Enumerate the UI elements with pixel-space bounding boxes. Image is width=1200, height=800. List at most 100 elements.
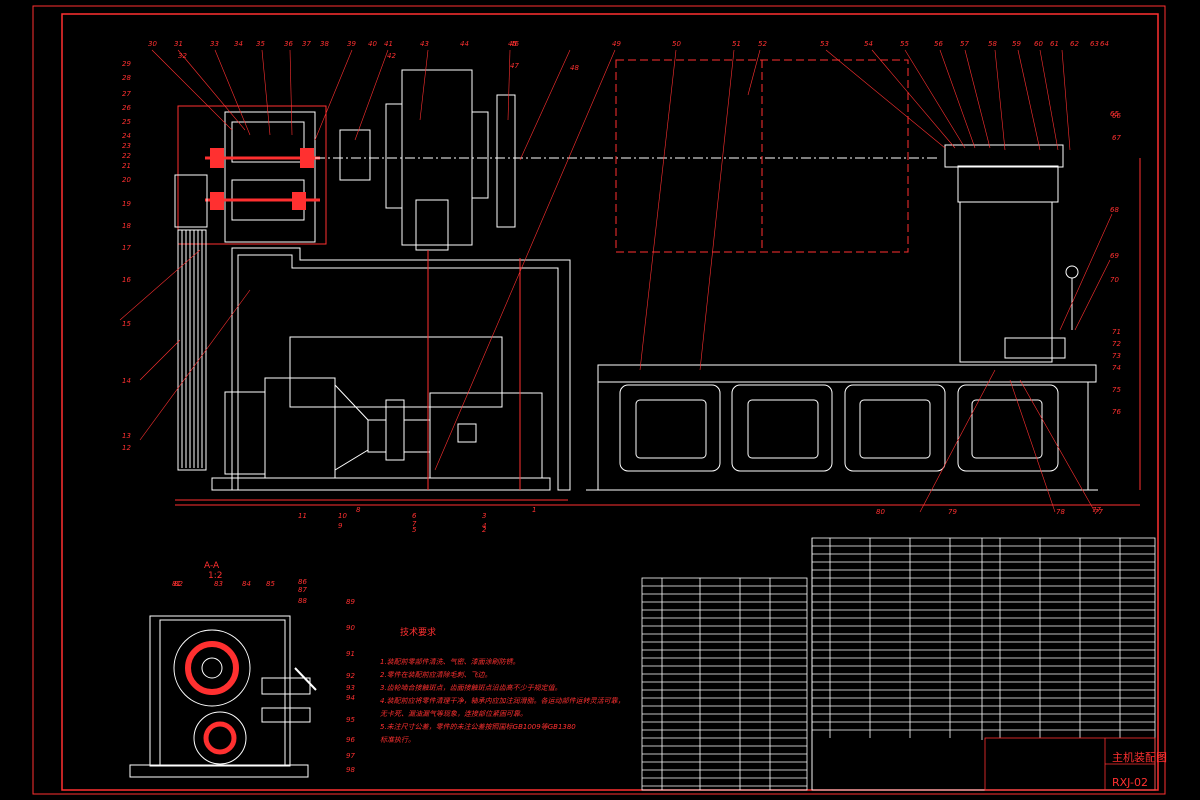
section-label: A-A — [204, 561, 220, 571]
parts-list — [641, 537, 1156, 791]
callout-number: 48 — [570, 64, 579, 72]
callout-number: 49 — [612, 40, 621, 48]
callout-number: 33 — [210, 40, 219, 48]
callout-number: 2 — [482, 526, 487, 534]
callout-number: 59 — [1012, 40, 1021, 48]
callout-number: 12 — [122, 444, 131, 452]
callout-number: 83 — [214, 580, 223, 588]
leader-lines — [119, 49, 1113, 513]
callout-number: 65 — [1110, 110, 1119, 118]
callout-number: 56 — [934, 40, 943, 48]
callout-number: 18 — [122, 222, 131, 230]
section-scale: 1:2 — [208, 571, 222, 581]
callout-number: 16 — [122, 276, 131, 284]
tech-requirement-line: 4.装配前应将零件清理干净，轴承内应加注润滑脂。各运动部件运转灵活可靠， — [380, 697, 625, 705]
callout-number: 44 — [460, 40, 469, 48]
callout-number: 93 — [346, 684, 355, 692]
callout-number: 92 — [346, 672, 355, 680]
callout-number: 82 — [174, 580, 183, 588]
callout-number: 24 — [122, 132, 131, 140]
callout-number: 19 — [122, 200, 131, 208]
callout-number: 23 — [122, 142, 131, 150]
callout-number: 89 — [346, 598, 355, 606]
callout-number: 10 — [338, 512, 347, 520]
callout-number: 88 — [298, 597, 307, 605]
callout-number: 52 — [758, 40, 767, 48]
callout-number: 75 — [1112, 386, 1121, 394]
callout-number: 25 — [122, 118, 131, 126]
callout-number: 29 — [122, 60, 131, 68]
callout-number: 72 — [1112, 340, 1121, 348]
callout-number: 60 — [1034, 40, 1043, 48]
callout-number: 46 — [510, 40, 519, 48]
callout-number: 63 — [1090, 40, 1099, 48]
callout-number: 40 — [368, 40, 377, 48]
callout-number: 74 — [1112, 364, 1121, 372]
callout-number: 15 — [122, 320, 131, 328]
callout-number: 50 — [672, 40, 681, 48]
callout-number: 57 — [960, 40, 969, 48]
tech-requirement-line: 无卡死、漏油漏气等现象，连接部位紧固可靠。 — [380, 710, 527, 718]
callout-number: 55 — [900, 40, 909, 48]
callout-number: 47 — [510, 62, 519, 70]
tech-requirements-lines: 1.装配前零部件清洗、气密、漆面涂刷防锈。2.零件在装配前应清除毛刺、飞边。3.… — [380, 658, 625, 744]
callout-number: 54 — [864, 40, 873, 48]
callout-number: 5 — [412, 526, 417, 534]
callout-number: 7 — [412, 520, 417, 528]
drawing-code: RXJ-02 — [1112, 776, 1148, 789]
callout-number: 64 — [1100, 40, 1109, 48]
callout-number: 22 — [122, 152, 131, 160]
callout-number: 31 — [174, 40, 183, 48]
callout-number: 66 — [1112, 112, 1121, 120]
callout-number: 42 — [387, 52, 396, 60]
callout-number: 95 — [346, 716, 355, 724]
sheet-border-outer — [32, 5, 1166, 795]
callout-number: 86 — [298, 578, 307, 586]
callout-number: 81 — [172, 580, 181, 588]
callout-number: 97 — [346, 752, 355, 760]
tech-requirement-line: 1.装配前零部件清洗、气密、漆面涂刷防锈。 — [380, 658, 520, 666]
callout-number: 11 — [298, 512, 307, 520]
callout-number: 58 — [988, 40, 997, 48]
callout-number: 1 — [532, 506, 536, 514]
callout-number: 41 — [384, 40, 393, 48]
callout-number: 76 — [1112, 408, 1121, 416]
callout-number: 8 — [356, 506, 361, 514]
callout-number: 20 — [122, 176, 131, 184]
callout-number: 62 — [1070, 40, 1079, 48]
callout-number: 37 — [302, 40, 311, 48]
callout-number: 4 — [482, 522, 486, 530]
callout-number: 6 — [412, 512, 417, 520]
callout-number: 32 — [178, 52, 187, 60]
tech-requirement-line: 5.未注尺寸公差，零件的未注公差按照国标GB1009等GB1380 — [380, 723, 576, 731]
main-elevation-view — [174, 59, 1141, 506]
callout-number: 78 — [1056, 508, 1065, 516]
callout-number: 35 — [256, 40, 265, 48]
callout-number: 27 — [122, 90, 131, 98]
callout-number: 79 — [948, 508, 957, 516]
callout-number: 30 — [148, 40, 157, 48]
callout-number: 69 — [1110, 252, 1119, 260]
callout-number: 38 — [320, 40, 329, 48]
callout-number: 45 — [508, 40, 517, 48]
tech-requirement-line: 标准执行。 — [380, 736, 415, 744]
callout-number: 70 — [1110, 276, 1119, 284]
callout-number: 96 — [346, 736, 355, 744]
callout-number: 13 — [122, 432, 131, 440]
tech-requirement-line: 3.齿轮啮合接触斑点，齿面接触斑点沿齿高不少于规定值。 — [380, 684, 562, 692]
callout-number: 77 — [1094, 508, 1103, 516]
callout-number: 17 — [122, 244, 131, 252]
callout-number: 91 — [346, 650, 355, 658]
callout-number: 21 — [122, 162, 131, 170]
callout-number: 90 — [346, 624, 355, 632]
callout-number: 85 — [266, 580, 275, 588]
callout-number: 3 — [482, 512, 486, 520]
callout-number: 53 — [820, 40, 829, 48]
callout-number: 61 — [1050, 40, 1059, 48]
